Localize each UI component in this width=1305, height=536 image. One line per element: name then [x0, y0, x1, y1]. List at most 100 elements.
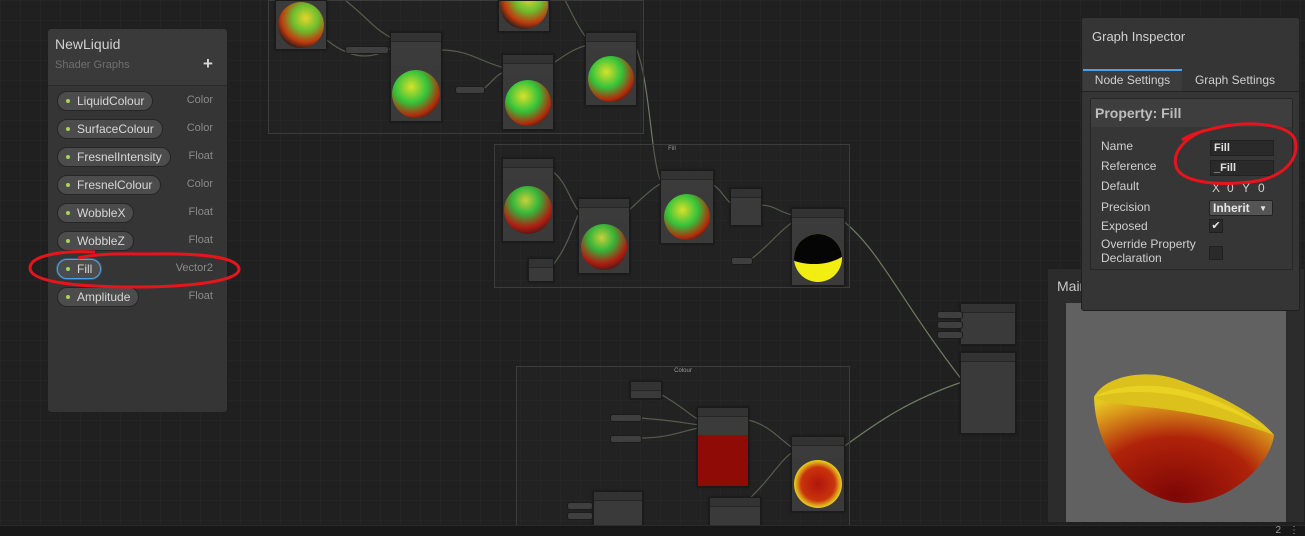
node-fresnel[interactable]	[593, 491, 643, 527]
sphere-preview-icon	[664, 194, 710, 240]
property-row-fresnelcolour[interactable]: FresnelColour Color	[57, 174, 223, 196]
default-x-label: X	[1212, 181, 1221, 195]
property-pill[interactable]: FresnelColour	[57, 175, 162, 195]
property-node-colour[interactable]	[610, 414, 642, 422]
default-y-field[interactable]: 0	[1258, 181, 1265, 195]
node-subtract[interactable]	[578, 198, 630, 274]
graph-inspector-panel[interactable]: Graph Inspector Node Settings Graph Sett…	[1081, 17, 1300, 311]
property-dot-icon	[66, 183, 70, 187]
node-group-upper[interactable]	[268, 0, 644, 134]
property-node-small[interactable]	[455, 86, 485, 94]
sphere-preview-icon	[278, 2, 324, 48]
node-fresnel-power[interactable]	[630, 381, 662, 399]
property-type: Float	[188, 290, 213, 302]
property-node-colour[interactable]	[610, 435, 642, 443]
property-type: Color	[186, 122, 213, 134]
status-count: 2	[1275, 525, 1281, 536]
property-dot-icon	[66, 127, 70, 131]
property-pill[interactable]: WobbleX	[57, 203, 135, 223]
property-type: Color	[186, 94, 213, 106]
property-row-liquidcolour[interactable]: LiquidColour Color	[57, 90, 223, 112]
blackboard-title: NewLiquid	[55, 36, 121, 52]
property-pill[interactable]: WobbleZ	[57, 231, 134, 251]
vertex-input-node[interactable]	[937, 321, 963, 329]
node-multiply-1[interactable]	[390, 32, 442, 122]
node-split[interactable]	[730, 188, 762, 226]
property-pill-selected[interactable]: Fill	[57, 259, 102, 279]
precision-dropdown[interactable]: Inherit ▼	[1209, 200, 1273, 216]
node-preview-top[interactable]	[498, 0, 550, 32]
exposed-checkbox[interactable]: ✔	[1209, 219, 1223, 233]
property-dot-icon	[66, 267, 70, 271]
sphere-preview-icon	[500, 1, 548, 29]
node-add-2[interactable]	[585, 32, 637, 106]
property-node-small[interactable]	[731, 257, 753, 265]
node-add-fill[interactable]	[660, 170, 714, 244]
default-x-field[interactable]: 0	[1227, 181, 1234, 195]
node-add-1[interactable]	[502, 54, 554, 130]
name-label: Name	[1101, 139, 1134, 153]
property-dot-icon	[66, 211, 70, 215]
property-name: FresnelIntensity	[77, 150, 162, 164]
main-preview-viewport[interactable]	[1066, 303, 1286, 522]
default-label: Default	[1101, 179, 1140, 193]
property-row-wobblez[interactable]: WobbleZ Float	[57, 230, 223, 252]
property-pill[interactable]: SurfaceColour	[57, 119, 163, 139]
sphere-preview-icon	[588, 56, 634, 102]
vertex-context[interactable]	[960, 303, 1016, 345]
property-node-small[interactable]	[345, 46, 389, 54]
sphere-preview-icon	[581, 224, 627, 270]
precision-value: Inherit	[1213, 201, 1250, 215]
property-row-surfacecolour[interactable]: SurfaceColour Color	[57, 118, 223, 140]
property-dot-icon	[66, 155, 70, 159]
node-preview-1[interactable]	[275, 0, 327, 50]
colour-preview	[698, 435, 748, 486]
blackboard-subtitle: Shader Graphs	[55, 59, 130, 71]
property-pill[interactable]: Amplitude	[57, 287, 140, 307]
property-name: WobbleZ	[77, 234, 125, 248]
node-lerp-colour[interactable]	[697, 407, 749, 487]
property-type: Float	[188, 206, 213, 218]
property-pill[interactable]: LiquidColour	[57, 91, 154, 111]
blackboard-panel[interactable]: NewLiquid Shader Graphs + LiquidColour C…	[47, 28, 228, 413]
property-name: WobbleX	[77, 206, 126, 220]
override-label-line-1: Override Property	[1101, 237, 1196, 251]
property-name: Amplitude	[77, 290, 131, 304]
property-type: Float	[188, 150, 213, 162]
exposed-label: Exposed	[1101, 219, 1148, 233]
vertex-input-node[interactable]	[937, 311, 963, 319]
property-row-fill[interactable]: Fill Vector2	[57, 258, 223, 280]
override-declaration-checkbox[interactable]	[1209, 246, 1223, 260]
fragment-context[interactable]	[960, 352, 1016, 434]
liquid-hemisphere-preview	[1094, 374, 1274, 503]
property-row-wobblex[interactable]: WobbleX Float	[57, 202, 223, 224]
property-settings-panel: Property: Fill Name Fill Reference _Fill…	[1090, 98, 1293, 270]
status-bar: 2 ⋮	[0, 525, 1305, 536]
node-multiply-colour[interactable]	[709, 497, 761, 527]
name-field[interactable]: Fill	[1210, 140, 1274, 156]
reference-field[interactable]: _Fill	[1210, 160, 1274, 176]
property-node-small[interactable]	[567, 512, 593, 520]
tab-graph-settings[interactable]: Graph Settings	[1194, 73, 1276, 87]
group-title: Fill	[668, 146, 676, 152]
property-type: Vector2	[175, 262, 213, 274]
node-position[interactable]	[502, 158, 554, 242]
node-fill-preview[interactable]	[791, 436, 845, 512]
node-vector-small[interactable]	[528, 258, 554, 282]
status-menu-icon[interactable]: ⋮	[1289, 525, 1299, 536]
node-step[interactable]	[791, 208, 845, 286]
tab-node-settings[interactable]: Node Settings	[1083, 69, 1182, 91]
sphere-preview-icon	[794, 460, 842, 508]
property-row-amplitude[interactable]: Amplitude Float	[57, 286, 223, 308]
vertex-input-node[interactable]	[937, 331, 963, 339]
sphere-preview-icon	[504, 186, 552, 234]
property-dot-icon	[66, 99, 70, 103]
property-title: Property: Fill	[1095, 105, 1182, 121]
property-name: SurfaceColour	[77, 122, 154, 136]
sphere-preview-icon	[505, 80, 551, 126]
property-row-fresnelintensity[interactable]: FresnelIntensity Float	[57, 146, 223, 168]
property-pill[interactable]: FresnelIntensity	[57, 147, 171, 167]
add-property-button[interactable]: +	[203, 54, 213, 73]
property-node-small[interactable]	[567, 502, 593, 510]
